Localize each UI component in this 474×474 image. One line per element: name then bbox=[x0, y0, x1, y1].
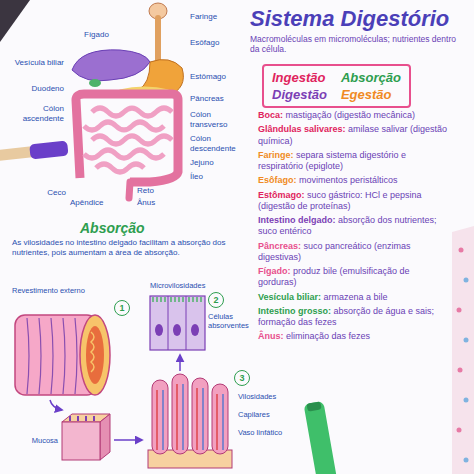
part-label: Cólon ascendente bbox=[6, 104, 64, 123]
part-label: Vilosidades bbox=[238, 392, 298, 401]
organ-name: Estômago: bbox=[258, 190, 305, 200]
process-word: Digestão bbox=[272, 87, 327, 102]
part-label: Reto bbox=[137, 186, 177, 196]
organ-function: armazena a bile bbox=[324, 292, 388, 302]
callout-number: 3 bbox=[234, 370, 250, 386]
purple-pen bbox=[0, 141, 69, 164]
organ-item: Pâncreas: suco pancreático (enzimas dige… bbox=[258, 241, 448, 264]
organ-name: Ânus: bbox=[258, 331, 284, 341]
part-label: Vaso linfático bbox=[238, 428, 298, 437]
part-label: Esôfago bbox=[190, 38, 245, 48]
note-text: As vilosidades no intestino delgado faci… bbox=[12, 238, 237, 257]
organ-name: Intestino delgado: bbox=[258, 215, 336, 225]
callout-digit: 1 bbox=[119, 303, 124, 313]
tissue-cube bbox=[62, 414, 110, 460]
process-word: Absorção bbox=[341, 70, 401, 85]
part-label: Faringe bbox=[190, 12, 245, 22]
organ-item: Intestino delgado: absorção dos nutrient… bbox=[258, 215, 448, 238]
part-label: Fígado bbox=[84, 30, 134, 40]
organ-item: Vesícula biliar: armazena a bile bbox=[258, 292, 448, 303]
part-label: Capilares bbox=[238, 410, 298, 419]
part-label: Cólon transverso bbox=[190, 110, 245, 129]
washi-tape bbox=[452, 226, 474, 474]
organ-name: Glândulas salivares: bbox=[258, 124, 346, 134]
part-label: Pâncreas bbox=[190, 94, 245, 104]
organ-item: Esôfago: movimentos peristálticos bbox=[258, 175, 448, 186]
organ-name: Fígado: bbox=[258, 266, 291, 276]
organ-item: Faringe: separa sistema digestório e res… bbox=[258, 150, 448, 173]
page-title: Sistema Digestório bbox=[250, 6, 449, 32]
intestine-section bbox=[15, 315, 110, 395]
digestive-anatomy bbox=[72, 3, 183, 198]
part-label: Cólon descendente bbox=[190, 134, 245, 153]
part-label: Ceco bbox=[28, 188, 66, 198]
organ-name: Vesícula biliar: bbox=[258, 292, 321, 302]
part-label: Jejuno bbox=[190, 158, 245, 168]
table-corner bbox=[0, 0, 30, 42]
organ-name: Intestino grosso: bbox=[258, 306, 331, 316]
organ-item: Boca: mastigação (digestão mecânica) bbox=[258, 110, 448, 121]
callout-digit: 3 bbox=[239, 373, 244, 383]
absorptive-cells bbox=[150, 296, 205, 350]
section-heading: Absorção bbox=[80, 220, 200, 237]
organ-name: Boca: bbox=[258, 110, 283, 120]
part-label: Microvilosidades bbox=[150, 281, 220, 290]
part-label: Apêndice bbox=[70, 198, 122, 208]
process-word: Egestão bbox=[341, 87, 401, 102]
organ-function: mastigação (digestão mecânica) bbox=[286, 110, 416, 120]
sequence-arrows bbox=[50, 355, 180, 440]
part-label: Revestimento externo bbox=[12, 286, 110, 295]
part-label: Mucosa bbox=[8, 436, 58, 445]
green-marker bbox=[304, 401, 338, 474]
callout-number: 2 bbox=[208, 292, 224, 308]
organ-name: Esôfago: bbox=[258, 175, 297, 185]
organ-item: Fígado: produz bile (emulsificação de go… bbox=[258, 266, 448, 289]
organ-function: eliminação das fezes bbox=[286, 331, 370, 341]
organ-name: Faringe: bbox=[258, 150, 294, 160]
part-label: Vesícula biliar bbox=[6, 58, 64, 68]
organ-function: movimentos peristálticos bbox=[299, 175, 398, 185]
organ-item: Glândulas salivares: amilase salivar (di… bbox=[258, 124, 448, 147]
part-label: Duodeno bbox=[6, 84, 64, 94]
organ-item: Estômago: suco gástrico: HCl e pepsina (… bbox=[258, 190, 448, 213]
part-label: Ânus bbox=[137, 198, 177, 208]
organ-list: Boca: mastigação (digestão mecânica) Glân… bbox=[258, 110, 448, 343]
part-label: Células absorventes bbox=[208, 312, 254, 330]
process-word: Ingestão bbox=[272, 70, 327, 85]
villi bbox=[148, 374, 232, 468]
part-label: Íleo bbox=[190, 172, 245, 182]
subtitle: Macromoléculas em micromoléculas; nutrie… bbox=[250, 34, 465, 54]
part-label: Estômago bbox=[190, 72, 245, 82]
callout-digit: 2 bbox=[213, 295, 218, 305]
organ-item: Ânus: eliminação das fezes bbox=[258, 331, 448, 342]
callout-number: 1 bbox=[114, 300, 130, 316]
organ-name: Pâncreas: bbox=[258, 241, 301, 251]
organ-item: Intestino grosso: absorção de água e sai… bbox=[258, 306, 448, 329]
process-box: Ingestão AbsorçãoDigestão Egestão bbox=[262, 64, 411, 108]
